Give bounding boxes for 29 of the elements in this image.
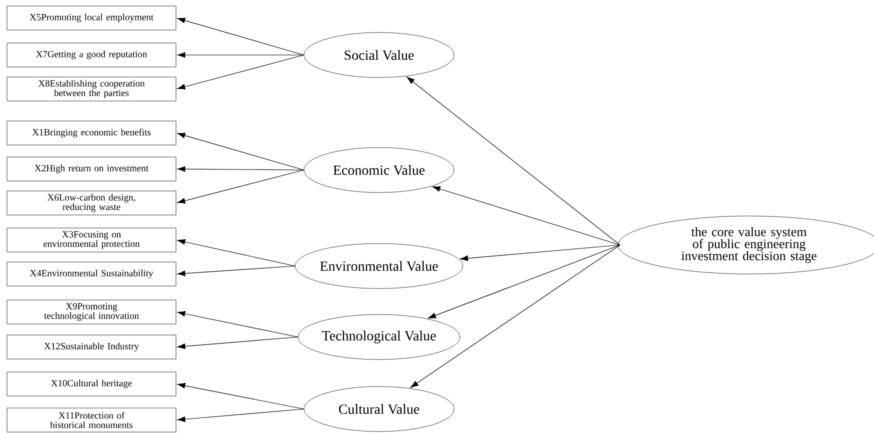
arrow <box>177 132 304 170</box>
indicator-box: X4Environmental Sustainability <box>6 262 176 286</box>
arrow <box>460 244 620 262</box>
indicator-box: X12Sustainable Industry <box>6 334 176 360</box>
arrow <box>428 244 620 318</box>
arrow <box>406 76 620 246</box>
arrow <box>177 336 298 350</box>
arrow <box>177 18 304 56</box>
indicator-box: X6Low-carbon design, reducing waste <box>6 190 176 216</box>
indicator-box: X11Protection of historical monuments <box>6 408 176 432</box>
arrow <box>177 239 296 266</box>
arrow <box>177 382 304 410</box>
arrow <box>177 166 304 172</box>
indicator-box: X2High return on investment <box>6 156 176 182</box>
arrow <box>177 170 304 204</box>
indicator-box: X1Bringing economic benefits <box>6 120 176 146</box>
indicator-box: X5Promoting local employment <box>6 6 176 30</box>
arrow <box>177 52 304 58</box>
indicator-box: X9Promoting technological innovation <box>6 300 176 324</box>
arrow <box>410 244 620 388</box>
arrow <box>177 311 298 338</box>
indicator-box: X3Focusing on environmental protection <box>6 228 176 252</box>
arrow <box>432 186 620 246</box>
indicator-box: X7Getting a good reputation <box>6 42 176 68</box>
indicator-box: X10Cultural heritage <box>6 372 176 396</box>
arrow <box>177 408 304 422</box>
arrow <box>177 266 296 276</box>
arrow <box>177 54 304 90</box>
indicator-box: X8Establishing cooperation between the parties <box>6 76 176 102</box>
